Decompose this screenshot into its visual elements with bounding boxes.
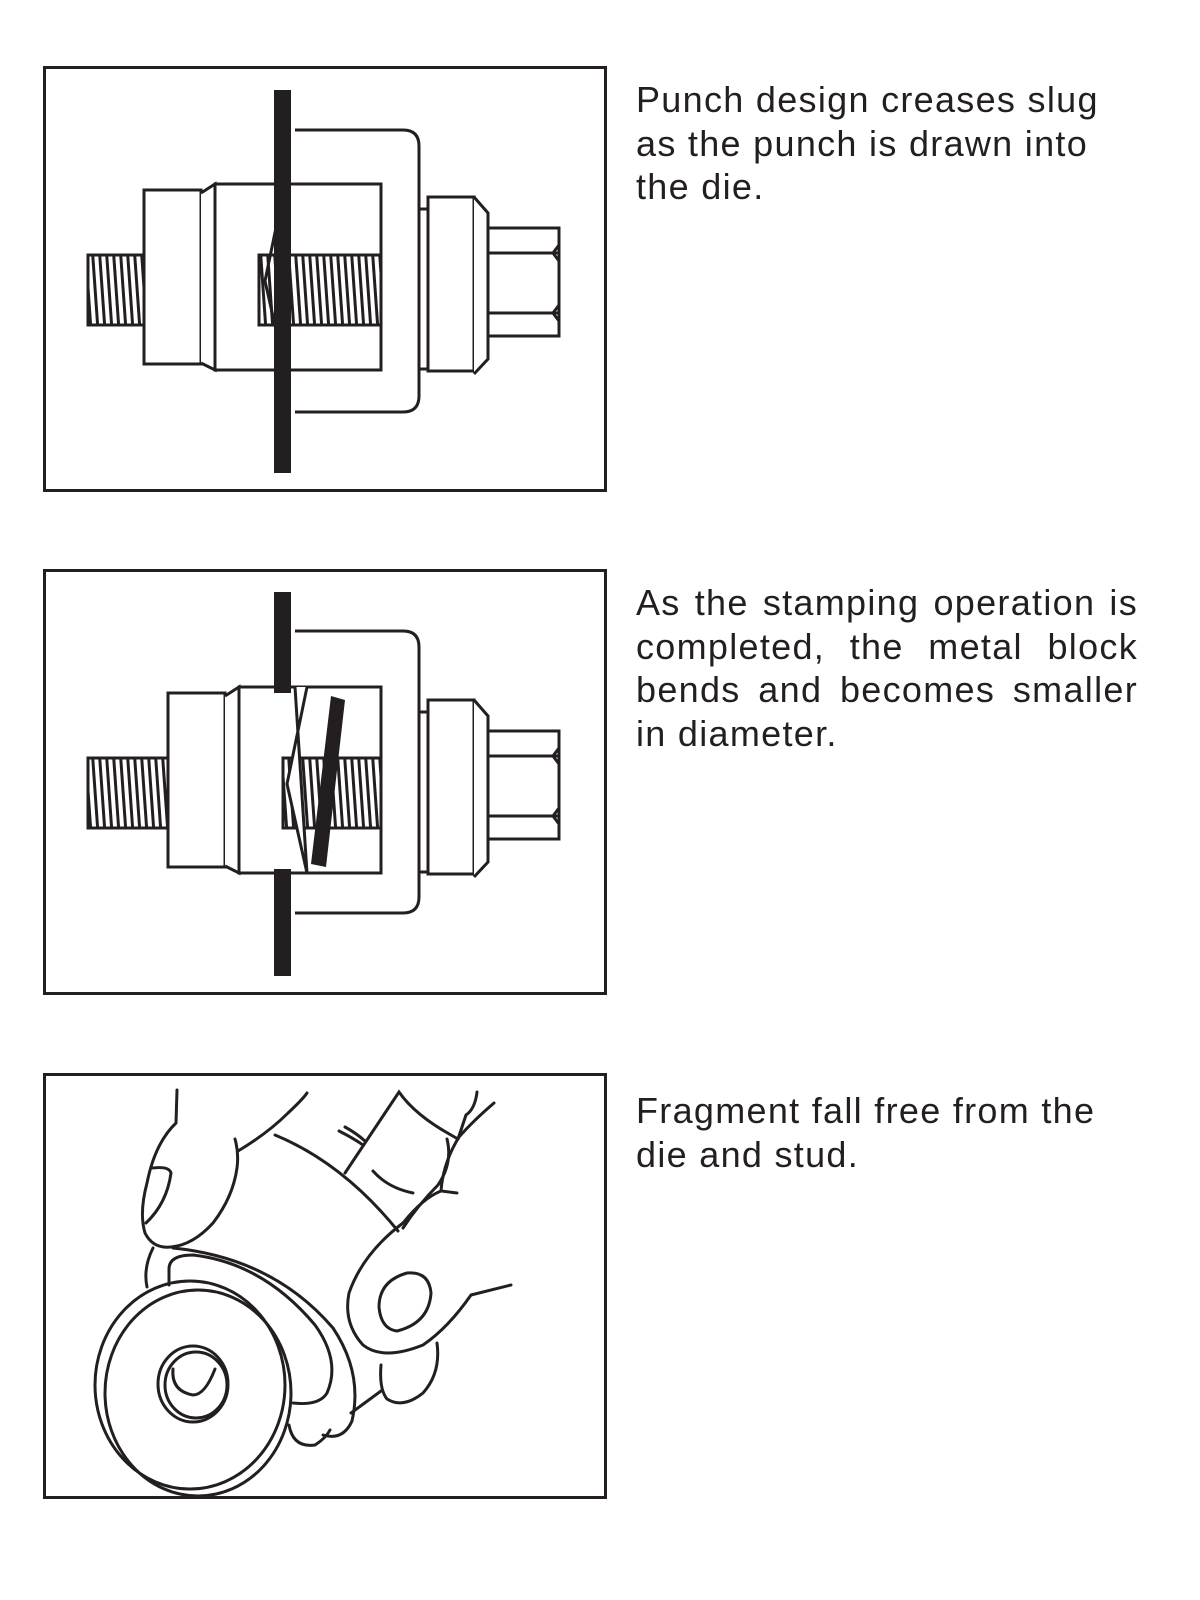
index-fingernail: [377, 1271, 433, 1333]
nut-chamfer: [472, 196, 490, 376]
figure-panel-2: [43, 569, 607, 995]
punch-die-diagram-completed: [86, 592, 561, 976]
punch-die-diagram-initial: [86, 90, 561, 473]
metal-sheet: [274, 90, 291, 473]
nut-chamfer: [472, 699, 490, 879]
step-2-caption: As the stamping operation is completed, …: [636, 582, 1138, 754]
punch-body: [166, 691, 227, 869]
bent-slug: [311, 696, 345, 867]
hex-bolt: [486, 226, 561, 338]
step-1-caption: Punch design creases slug as the punch i…: [636, 79, 1099, 207]
punch-crease: [285, 686, 309, 874]
hex-bolt: [486, 729, 561, 841]
thumbnail: [144, 1166, 173, 1225]
metal-sheet-lower: [274, 869, 291, 976]
metal-sheet-upper: [274, 592, 291, 693]
figure-panel-3: [43, 1073, 607, 1499]
nut: [426, 698, 476, 876]
threaded-stud-left: [86, 253, 146, 327]
threaded-stud-left: [86, 756, 170, 830]
thumb: [140, 1088, 240, 1249]
die-face: [93, 1279, 287, 1491]
punch-chamfer: [224, 684, 241, 876]
hand-holding-die-illustration: [93, 1088, 513, 1498]
figure-panel-1: [43, 66, 607, 492]
punch-chamfer: [200, 181, 217, 373]
punch-body: [142, 188, 203, 366]
step-3-caption: Fragment fall free from the die and stud…: [636, 1090, 1096, 1175]
index-finger: [346, 1189, 513, 1355]
nut: [426, 195, 476, 373]
